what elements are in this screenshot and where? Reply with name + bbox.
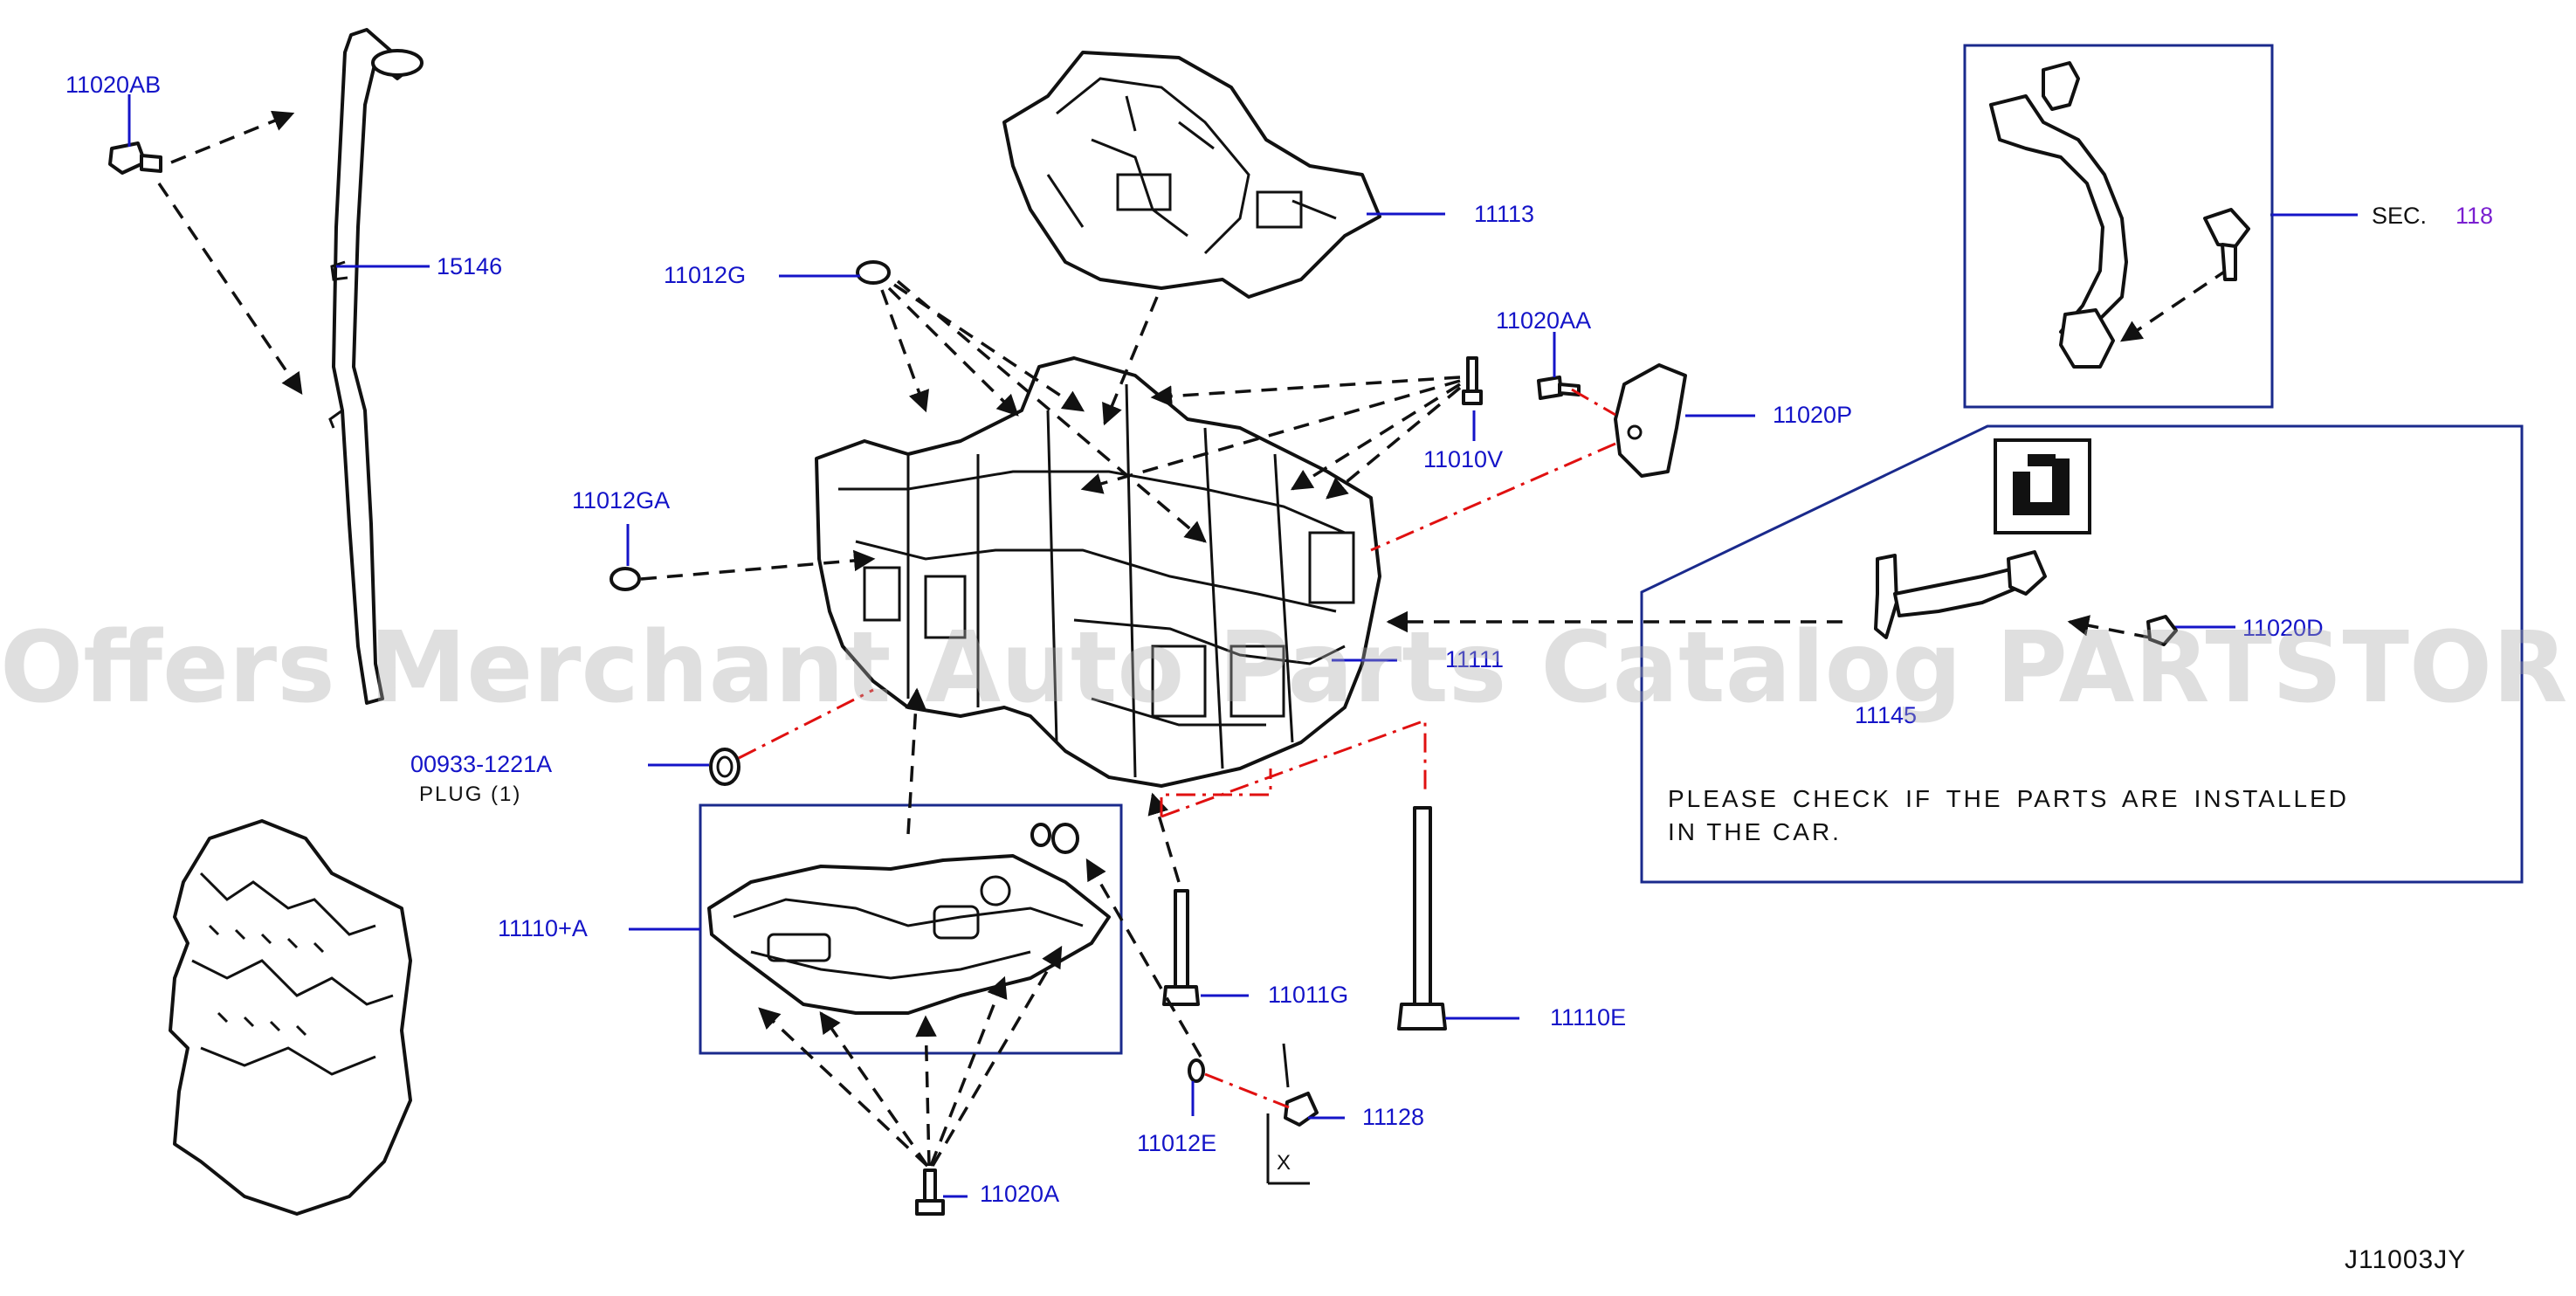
label-11020AA: 11020AA	[1496, 307, 1592, 334]
bracket-11020P[interactable]	[1614, 363, 1687, 478]
watermark: Offers Merchant Auto Parts Catalog PARTS…	[0, 611, 2576, 725]
label-11011G: 11011G	[1268, 982, 1349, 1008]
sec-118-frame	[1963, 44, 2274, 409]
bolt-11020AA[interactable]	[1537, 376, 1581, 400]
label-11111: 11111	[1445, 646, 1505, 672]
bolt-11020AB[interactable]	[108, 141, 162, 175]
cylinder-block-11111[interactable]	[815, 356, 1381, 788]
label-11110E: 11110E	[1550, 1004, 1627, 1031]
bolt-11110E[interactable]	[1397, 806, 1447, 1031]
label-15146: 15146	[437, 253, 503, 279]
red-reference-lines	[738, 388, 1616, 1109]
seal-11012G[interactable]	[856, 260, 891, 285]
label-11012E: 11012E	[1137, 1130, 1217, 1156]
install-check-frame	[1640, 424, 2524, 884]
diagram-code: J11003JY	[2345, 1245, 2467, 1274]
label-11012GA: 11012GA	[572, 487, 671, 514]
label-plug: PLUG (1)	[419, 782, 522, 806]
sec-118-clip[interactable]	[2203, 208, 2250, 281]
harness-bracket-11145[interactable]	[1874, 550, 2047, 639]
engine-outline-illustration	[169, 819, 412, 1216]
label-11113: 11113	[1474, 201, 1535, 227]
oil-pan-upper-11113[interactable]	[1002, 51, 1381, 299]
assembly-arrows	[157, 110, 2229, 1168]
label-11020P: 11020P	[1773, 402, 1853, 428]
label-sec: SEC.	[2372, 203, 2428, 229]
x-reference-marker	[1266, 1043, 1310, 1185]
bolt-11020A[interactable]	[915, 1168, 945, 1216]
stud-11011G[interactable]	[1162, 889, 1200, 1006]
label-11012G: 11012G	[664, 262, 747, 288]
label-sec-118[interactable]: 118	[2455, 203, 2494, 229]
plug-00933-1221A[interactable]	[709, 748, 740, 786]
label-11020D: 11020D	[2242, 615, 2324, 641]
dipstick-guide-15146[interactable]	[328, 28, 424, 705]
label-00933-1221A: 00933-1221A	[410, 751, 553, 777]
label-11110A: 11110+A	[498, 915, 588, 941]
cap-11012GA[interactable]	[610, 567, 641, 591]
sec-118-harness[interactable]	[1989, 61, 2128, 369]
label-x: X	[1277, 1151, 1291, 1175]
clip-11020D[interactable]	[2146, 615, 2178, 646]
label-11128: 11128	[1362, 1104, 1425, 1130]
bolt-11010V[interactable]	[1462, 356, 1483, 405]
gasket-rings[interactable]	[1030, 823, 1079, 854]
oil-pan-lower-11110A[interactable]	[707, 854, 1111, 1015]
label-11010V: 11010V	[1423, 446, 1504, 472]
label-11020A: 11020A	[980, 1181, 1060, 1207]
drain-plug-11128[interactable]	[1284, 1092, 1319, 1127]
washer-11012E[interactable]	[1188, 1058, 1205, 1083]
label-11020AB: 11020AB	[65, 72, 162, 98]
check-icon-box	[1994, 438, 2091, 534]
install-check-note: PLEASE CHECK IF THE PARTS ARE INSTALLED …	[1668, 785, 2349, 845]
label-11145: 11145	[1855, 702, 1918, 728]
